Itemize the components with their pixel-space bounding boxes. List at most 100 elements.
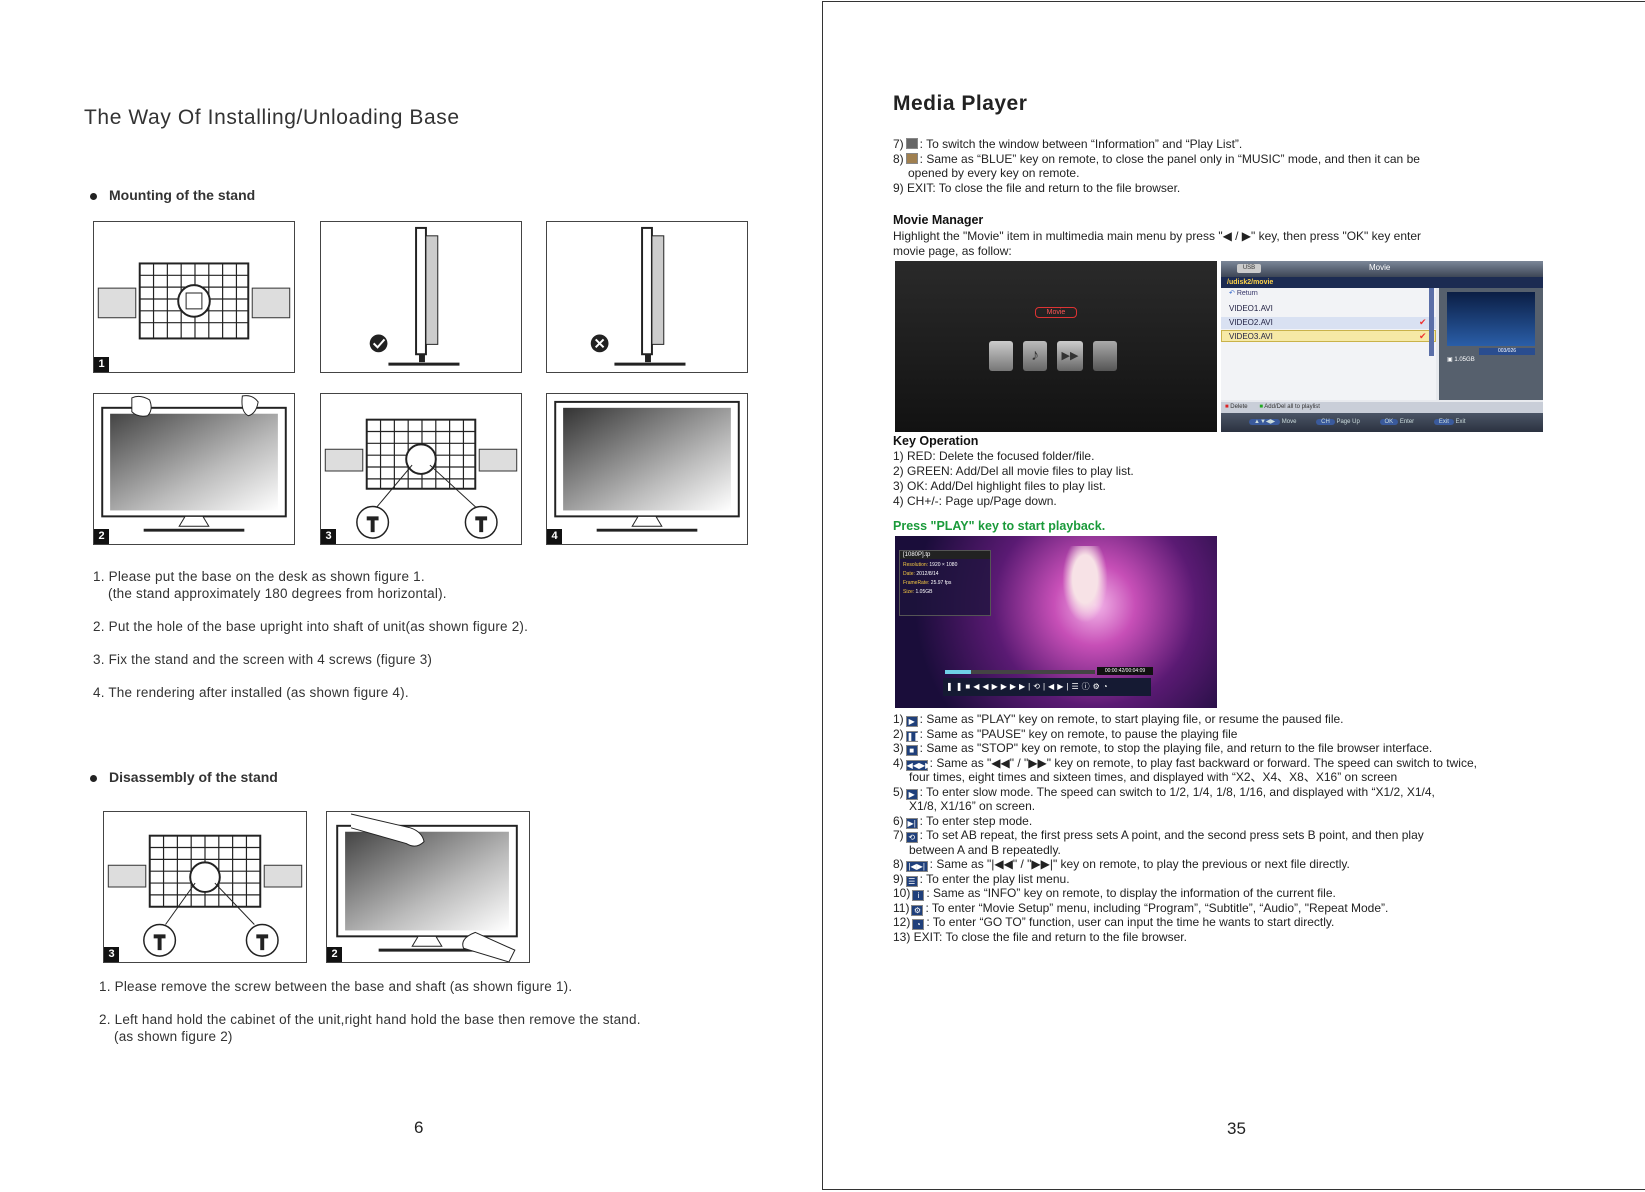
pause-icon[interactable]: ❚❚ bbox=[946, 682, 966, 691]
figure-number: 3 bbox=[321, 529, 336, 544]
usb-badge: USB bbox=[1237, 264, 1261, 273]
movie-manager-text-1: Highlight the "Movie" item in multimedia… bbox=[893, 229, 1421, 243]
file-name: [1080P].tp bbox=[900, 551, 990, 559]
info-icon: i bbox=[912, 890, 925, 901]
file-size: ▣ 1.05GB bbox=[1447, 357, 1475, 363]
base-screws-illustration bbox=[324, 418, 518, 539]
list-item[interactable]: VIDEO3.AVI bbox=[1229, 332, 1273, 341]
figure-number: 4 bbox=[547, 529, 562, 544]
play-icon: ▶ bbox=[905, 716, 918, 727]
control-desc-7: 7)⟲: To set AB repeat, the first press s… bbox=[893, 828, 1424, 843]
preview-panel: 003/026 ▣ 1.05GB bbox=[1439, 288, 1543, 400]
slow-icon: ▶ bbox=[905, 788, 918, 800]
screw-icon bbox=[144, 924, 176, 956]
info-rows: Resolution: 1920 × 1080 Date: 2012/8/14 … bbox=[903, 562, 958, 595]
stop-icon[interactable]: ■ bbox=[965, 682, 974, 691]
figure-remove-stand: 2 bbox=[326, 811, 530, 963]
press-play-note: Press "PLAY" key to start playback. bbox=[893, 519, 1106, 533]
figure-number: 3 bbox=[104, 947, 119, 962]
step-1: 1. Please put the base on the desk as sh… bbox=[93, 569, 425, 584]
figure-number: 2 bbox=[94, 529, 109, 544]
page-title: The Way Of Installing/Unloading Base bbox=[84, 106, 460, 129]
stop-icon: ■ bbox=[905, 745, 918, 756]
setup-icon[interactable]: ⚙ bbox=[1092, 682, 1103, 691]
dis-step-2: 2. Left hand hold the cabinet of the uni… bbox=[99, 1012, 641, 1027]
dis-step-1: 1. Please remove the screw between the b… bbox=[99, 979, 573, 994]
step-4: 4. The rendering after installed (as sho… bbox=[93, 685, 409, 700]
figure-tv-front-hands: 2 bbox=[93, 393, 295, 545]
pause-icon: ❚❚ bbox=[905, 730, 921, 742]
step-1-note: (the stand approximately 180 degrees fro… bbox=[108, 586, 447, 601]
ch-key-icon: CH bbox=[1316, 419, 1335, 425]
figure-number: 2 bbox=[327, 947, 342, 962]
mounting-heading: Mounting of the stand bbox=[90, 187, 255, 203]
control-desc-5b: X1/8, X1/16” on screen. bbox=[909, 799, 1036, 813]
figure-side-correct bbox=[320, 221, 522, 373]
ab-repeat-icon: ⟲ bbox=[905, 832, 918, 843]
progress-bar[interactable] bbox=[945, 670, 1095, 674]
control-desc-13: 13) EXIT: To close the file and return t… bbox=[893, 929, 1187, 944]
list-item[interactable]: VIDEO2.AVI bbox=[1229, 318, 1273, 327]
control-desc-9: 9)☰: To enter the play list menu. bbox=[893, 871, 1070, 887]
clapper-icon bbox=[1447, 292, 1535, 346]
figure-base-screws: 3 bbox=[320, 393, 522, 545]
tv-front-hands-illustration bbox=[336, 813, 518, 962]
step-icon: ▶| bbox=[905, 817, 918, 829]
page-number: 6 bbox=[414, 1118, 424, 1137]
browser-footer: ■ Delete ■ Add/Del all to playlist bbox=[1221, 402, 1543, 413]
page-number: 35 bbox=[1227, 1119, 1246, 1138]
intro-line-7: 7): To switch the window between “Inform… bbox=[893, 137, 1243, 151]
text-icon bbox=[1093, 341, 1117, 371]
previous-icon[interactable]: |◀ bbox=[1042, 682, 1058, 691]
control-desc-11: 11)⚙: To enter “Movie Setup” menu, inclu… bbox=[893, 900, 1389, 916]
music-icon: ♪ bbox=[1023, 341, 1047, 371]
figure-side-wrong bbox=[546, 221, 748, 373]
intro-line-9: 9) EXIT: To close the file and return to… bbox=[893, 181, 1181, 195]
list-item[interactable]: ↶ Return bbox=[1229, 290, 1258, 297]
info-icon[interactable]: ⓘ bbox=[1081, 682, 1093, 691]
multimedia-menu-screenshot: Movie ♪ ▶▶ bbox=[895, 261, 1217, 432]
info-panel: [1080P].tp Resolution: 1920 × 1080 Date:… bbox=[899, 550, 991, 616]
photo-icon bbox=[989, 341, 1013, 371]
browser-title: Movie bbox=[1369, 263, 1391, 272]
rewind-icon[interactable]: ◀◀ bbox=[973, 682, 992, 691]
goto-icon[interactable]: ◔ bbox=[1102, 682, 1111, 691]
control-desc-7b: between A and B repeatedly. bbox=[909, 842, 1061, 857]
ab-repeat-icon[interactable]: ⟲ bbox=[1033, 682, 1043, 691]
goto-icon: ◔ bbox=[912, 919, 925, 930]
green-key-icon: ■ bbox=[1259, 404, 1263, 410]
check-icon bbox=[369, 335, 389, 355]
window-switch-icon bbox=[905, 138, 918, 149]
base-grid-illustration bbox=[97, 262, 291, 340]
red-key-icon: ■ bbox=[1225, 404, 1229, 410]
next-icon[interactable]: ▶| bbox=[1057, 682, 1072, 691]
cross-icon bbox=[591, 335, 611, 355]
browser-path: /udisk2/movie bbox=[1221, 277, 1543, 288]
browser-nav-bar: ▲▼◀▶ Move CH Page Up OK Enter Exit Exit bbox=[1221, 413, 1543, 432]
figure-base-back: 1 bbox=[93, 221, 295, 373]
rewind-forward-icon: ◀◀▶▶ bbox=[905, 759, 932, 771]
list-item[interactable]: VIDEO1.AVI bbox=[1229, 304, 1273, 313]
page-title: Media Player bbox=[893, 92, 1028, 115]
key-operation-heading: Key Operation bbox=[893, 434, 979, 448]
control-desc-1: 1)▶: Same as "PLAY" key on remote, to st… bbox=[893, 712, 1344, 727]
file-counter: 003/026 bbox=[1479, 348, 1535, 355]
figure-remove-screws: 3 bbox=[103, 811, 307, 963]
tv-front-illustration bbox=[101, 395, 287, 532]
close-panel-icon bbox=[905, 153, 918, 164]
tv-side-illustration bbox=[590, 226, 686, 366]
scrollbar[interactable] bbox=[1429, 288, 1434, 356]
tv-side-illustration bbox=[369, 226, 460, 366]
step-icon[interactable]: ▶| bbox=[1019, 682, 1034, 691]
check-icon: ✔ bbox=[1419, 317, 1427, 327]
control-desc-4: 4)◀◀▶▶: Same as "◀◀" / "▶▶" key on remot… bbox=[893, 755, 1477, 771]
control-desc-6: 6)▶|: To enter step mode. bbox=[893, 813, 1033, 829]
bullet-icon bbox=[90, 192, 97, 200]
slow-icon[interactable]: ▶ bbox=[1009, 682, 1020, 691]
control-desc-8: 8)|◀▶|: Same as "|◀◀" / "▶▶|" key on rem… bbox=[893, 857, 1350, 872]
list-item-row-selected bbox=[1221, 330, 1436, 342]
control-desc-5: 5)▶: To enter slow mode. The speed can s… bbox=[893, 784, 1435, 800]
fast-forward-icon[interactable]: ▶▶ bbox=[991, 682, 1010, 691]
file-list: ↶ Return VIDEO1.AVI VIDEO2.AVI ✔ VIDEO3.… bbox=[1221, 288, 1436, 400]
playlist-icon[interactable]: ☰ bbox=[1071, 682, 1082, 691]
